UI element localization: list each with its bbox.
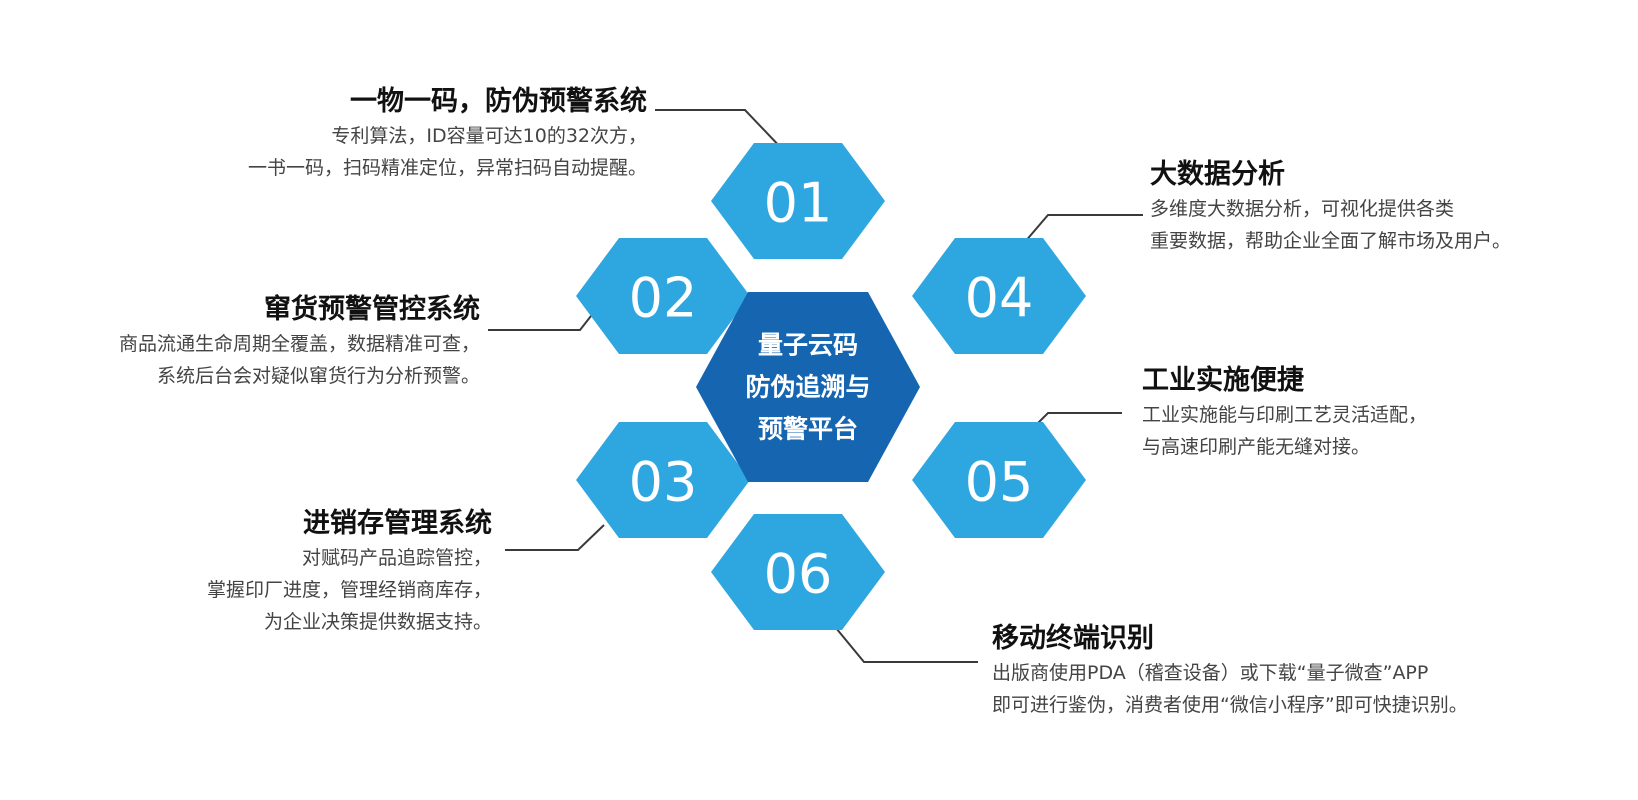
center-hexagon-shape <box>696 292 920 482</box>
hexagon-05-shape <box>912 422 1086 538</box>
connector-02 <box>488 306 599 331</box>
hexagon-05-number: 05 <box>965 451 1034 514</box>
feature-02-title: 窜货预警管控系统 <box>264 294 480 325</box>
feature-03: 进销存管理系统 对赋码产品追踪管控， 掌握印厂进度，管理经销商库存， 为企业决策… <box>207 506 492 638</box>
feature-04: 大数据分析 多维度大数据分析，可视化提供各类 重要数据，帮助企业全面了解市场及用… <box>1150 157 1511 257</box>
feature-05-title: 工业实施便捷 <box>1142 365 1304 396</box>
center-hexagon: 量子云码 防伪追溯与 预警平台 <box>696 292 920 482</box>
feature-04-title: 大数据分析 <box>1150 159 1285 190</box>
feature-05-desc-line-1: 工业实施能与印刷工艺灵活适配， <box>1142 404 1428 426</box>
feature-05: 工业实施便捷 工业实施能与印刷工艺灵活适配， 与高速印刷产能无缝对接。 <box>1142 363 1427 463</box>
feature-06-title: 移动终端识别 <box>992 623 1154 654</box>
feature-02-desc-line-2: 系统后台会对疑似窜货行为分析预警。 <box>156 365 480 387</box>
center-title-line-2: 防伪追溯与 <box>745 373 870 402</box>
center-title-line-3: 预警平台 <box>758 415 858 444</box>
hexagon-03: 03 <box>576 422 750 538</box>
hexagon-02-shape <box>576 238 750 354</box>
center-title-line-1: 量子云码 <box>758 331 858 360</box>
hexagon-06-number: 06 <box>764 543 833 606</box>
feature-06-desc-line-1: 出版商使用PDA（稽查设备）或下载“量子微查”APP <box>992 662 1429 684</box>
hexagon-04-number: 04 <box>965 267 1034 330</box>
feature-03-desc-line-1: 对赋码产品追踪管控， <box>301 547 492 569</box>
feature-05-desc-line-2: 与高速印刷产能无缝对接。 <box>1142 436 1371 458</box>
feature-01: 一物一码，防伪预警系统 专利算法，ID容量可达10的32次方， 一书一码，扫码精… <box>248 84 647 184</box>
hexagon-04-shape <box>912 238 1086 354</box>
connector-01 <box>655 109 786 153</box>
hexagon-06: 06 <box>711 514 885 630</box>
hexagon-01-number: 01 <box>764 172 833 235</box>
hexagon-01: 01 <box>711 143 885 259</box>
connector-03 <box>505 524 605 551</box>
hexagon-02: 02 <box>576 238 750 354</box>
hexagon-03-shape <box>576 422 750 538</box>
hexagon-06-shape <box>711 514 885 630</box>
feature-01-title: 一物一码，防伪预警系统 <box>350 86 647 117</box>
feature-01-desc-line-1: 专利算法，ID容量可达10的32次方， <box>331 125 647 147</box>
feature-03-desc-line-3: 为企业决策提供数据支持。 <box>263 611 492 633</box>
connector-lines <box>488 109 1143 663</box>
feature-04-desc-line-2: 重要数据，帮助企业全面了解市场及用户。 <box>1150 230 1512 252</box>
hexagon-03-number: 03 <box>629 451 698 514</box>
feature-04-desc-line-1: 多维度大数据分析，可视化提供各类 <box>1150 198 1455 220</box>
hexagon-04: 04 <box>912 238 1086 354</box>
feature-02-desc-line-1: 商品流通生命周期全覆盖，数据精准可查， <box>118 333 480 355</box>
feature-06: 移动终端识别 出版商使用PDA（稽查设备）或下载“量子微查”APP 即可进行鉴伪… <box>992 621 1468 721</box>
hexagon-01-shape <box>711 143 885 259</box>
feature-06-desc-line-2: 即可进行鉴伪，消费者使用“微信小程序”即可快捷识别。 <box>992 694 1468 716</box>
connector-06 <box>835 627 978 663</box>
feature-02: 窜货预警管控系统 商品流通生命周期全覆盖，数据精准可查， 系统后台会对疑似窜货行… <box>119 292 480 392</box>
hexagon-05: 05 <box>912 422 1086 538</box>
feature-03-title: 进销存管理系统 <box>303 508 492 539</box>
feature-03-desc-line-2: 掌握印厂进度，管理经销商库存， <box>206 579 492 601</box>
feature-01-desc-line-2: 一书一码，扫码精准定位，异常扫码自动提醒。 <box>247 157 647 179</box>
hexagon-02-number: 02 <box>629 267 698 330</box>
